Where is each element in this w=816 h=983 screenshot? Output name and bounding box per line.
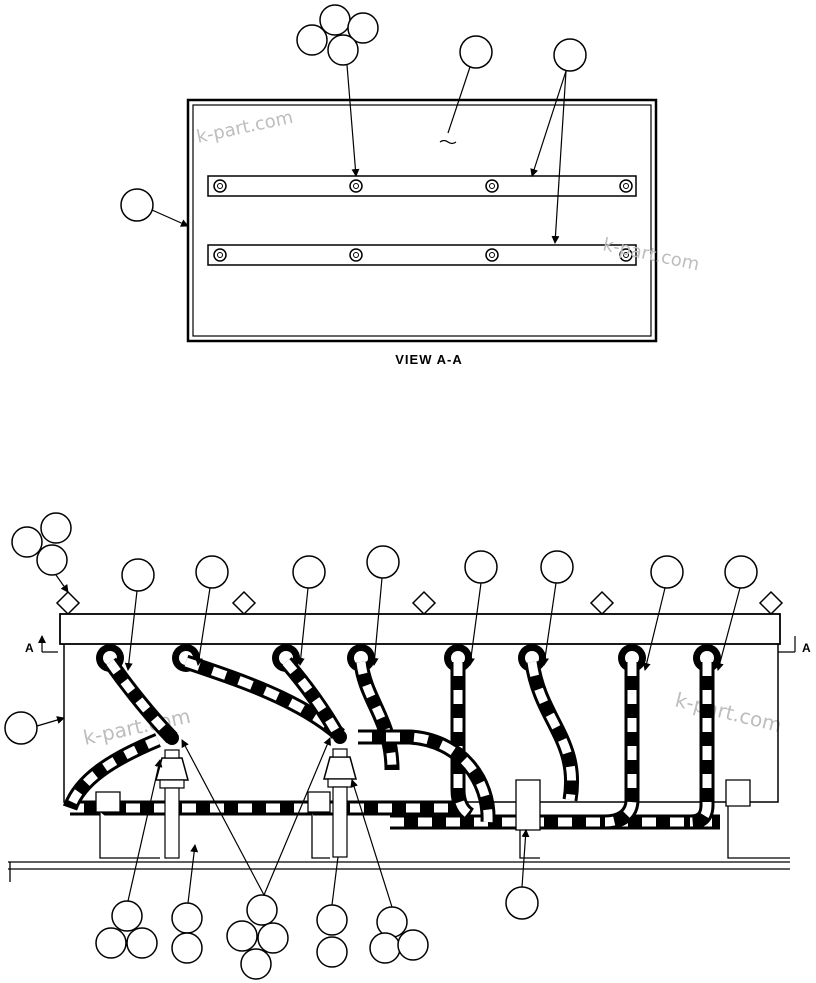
section-marker-right-line xyxy=(778,636,796,653)
hose xyxy=(689,662,715,830)
hoses xyxy=(62,654,715,830)
manifold-assembly: A A xyxy=(4,512,811,980)
bolt-hole xyxy=(213,179,227,193)
bolt-hole xyxy=(619,248,633,262)
callout-balloon xyxy=(553,38,587,72)
top-cover xyxy=(59,613,781,645)
hose xyxy=(103,657,178,744)
view-inner-frame xyxy=(192,104,652,337)
bolt-hole xyxy=(213,248,227,262)
bolt-hole xyxy=(485,179,499,193)
bolt-hole xyxy=(485,248,499,262)
bolt-hole xyxy=(349,248,363,262)
hose xyxy=(62,733,161,811)
mounting-rail-lower xyxy=(207,244,637,266)
callout-balloons xyxy=(4,512,758,980)
section-marker-right: A xyxy=(802,641,811,655)
hose xyxy=(604,662,640,830)
hose xyxy=(450,662,475,822)
callout-balloon xyxy=(459,35,493,69)
header-pipe xyxy=(70,800,720,830)
callout-balloon xyxy=(120,188,154,222)
view-a-a: VIEW A-A xyxy=(120,4,658,367)
bolt-hole xyxy=(349,179,363,193)
view-outer-frame xyxy=(186,98,658,343)
valve-center xyxy=(323,730,357,858)
hose xyxy=(358,729,496,823)
section-marker-left-line xyxy=(42,636,58,653)
base-frame-line xyxy=(8,861,790,882)
hose xyxy=(280,657,345,739)
mounting-brackets xyxy=(95,779,790,859)
lifting-lugs xyxy=(55,590,784,616)
bolt-hole xyxy=(619,179,633,193)
mounting-rail-upper xyxy=(207,175,637,197)
watermark: k-part.com xyxy=(673,688,784,738)
watermark: k-part.com xyxy=(195,107,295,148)
leader-lines xyxy=(36,574,741,908)
surface-mark xyxy=(439,139,457,145)
callout-balloon-group xyxy=(296,4,379,66)
hose xyxy=(353,660,400,771)
section-marker-left: A xyxy=(25,641,34,655)
leader-lines xyxy=(151,64,567,244)
hose xyxy=(524,660,579,802)
valve-left xyxy=(155,731,189,859)
view-title: VIEW A-A xyxy=(395,352,462,367)
